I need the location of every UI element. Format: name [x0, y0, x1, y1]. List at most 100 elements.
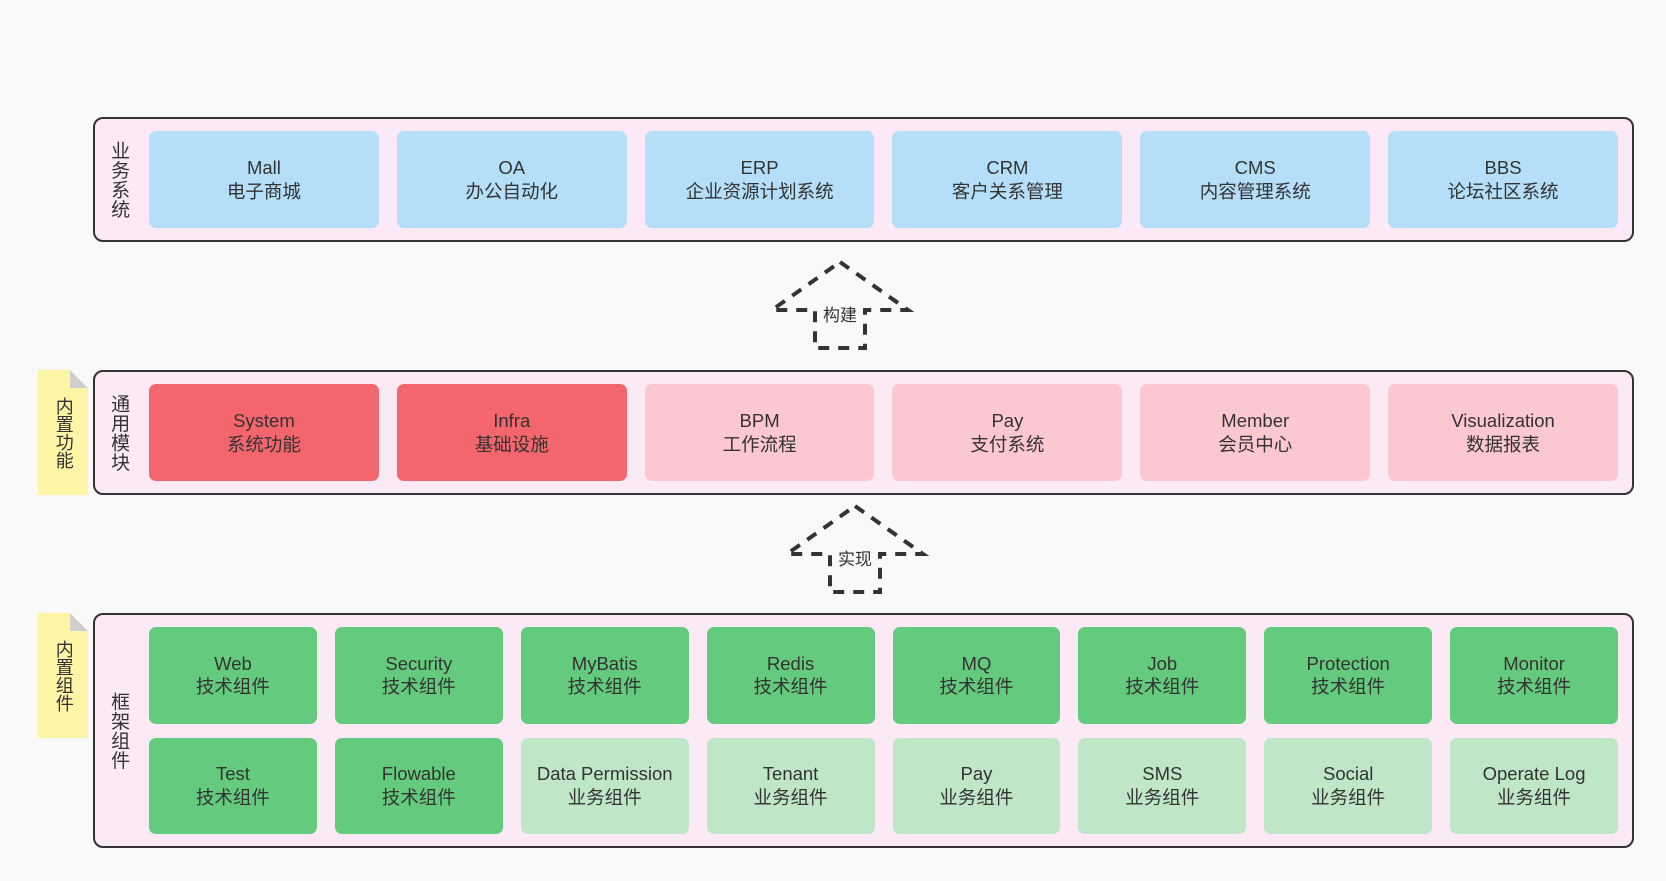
module-item-pay-cn: 支付系统 [970, 433, 1045, 455]
business-item-crm[interactable]: CRM 客户关系管理 [892, 131, 1123, 228]
framework-item-job[interactable]: Job 技术组件 [1078, 627, 1247, 724]
framework-item-test[interactable]: Test 技术组件 [149, 737, 317, 834]
arrow-implement: 实现 [775, 502, 935, 594]
layer-modules-body: System 系统功能 Infra 基础设施 BPM 工作流程 Pay 支付系统… [141, 372, 1632, 493]
module-item-bpm-en: BPM [739, 409, 780, 431]
module-item-infra[interactable]: Infra 基础设施 [396, 384, 627, 481]
module-item-visualization-en: Visualization [1451, 409, 1555, 431]
framework-item-mybatis-cn: 技术组件 [567, 676, 642, 698]
layer-framework-title: 框架组件 [108, 691, 130, 770]
framework-item-protection[interactable]: Protection 技术组件 [1264, 627, 1433, 724]
framework-item-flowable-cn: 技术组件 [381, 786, 456, 808]
framework-item-operate-log-cn: 业务组件 [1497, 786, 1572, 808]
framework-item-mybatis-en: MyBatis [571, 652, 638, 674]
business-item-erp-cn: 企业资源计划系统 [685, 180, 834, 202]
framework-item-data-permission-en: Data Permission [536, 763, 673, 785]
framework-item-sms-cn: 业务组件 [1125, 786, 1200, 808]
framework-item-monitor[interactable]: Monitor 技术组件 [1450, 627, 1618, 724]
module-item-member[interactable]: Member 会员中心 [1140, 384, 1371, 481]
framework-item-redis-en: Redis [766, 652, 815, 674]
framework-row-tech: Web 技术组件 Security 技术组件 MyBatis 技术组件 Redi… [149, 627, 1618, 724]
module-item-infra-en: Infra [493, 409, 531, 431]
framework-item-pay-en: Pay [960, 763, 993, 785]
framework-item-sms[interactable]: SMS 业务组件 [1078, 737, 1247, 834]
framework-item-test-cn: 技术组件 [195, 786, 270, 808]
business-item-mall-en: Mall [246, 156, 281, 178]
module-item-pay[interactable]: Pay 支付系统 [892, 384, 1123, 481]
note-fold-icon [70, 613, 88, 631]
module-item-system-cn: 系统功能 [226, 433, 301, 455]
business-item-bbs-en: BBS [1484, 156, 1522, 178]
business-item-bbs-cn: 论坛社区系统 [1447, 180, 1559, 202]
note-builtin-components-label: 内置组件 [53, 639, 74, 712]
framework-item-mybatis[interactable]: MyBatis 技术组件 [520, 627, 689, 724]
business-item-bbs[interactable]: BBS 论坛社区系统 [1388, 131, 1618, 228]
business-item-mall[interactable]: Mall 电子商城 [149, 131, 379, 228]
framework-item-operate-log[interactable]: Operate Log 业务组件 [1450, 737, 1618, 834]
business-item-cms[interactable]: CMS 内容管理系统 [1140, 131, 1371, 228]
module-item-system-en: System [233, 409, 295, 431]
note-builtin-components: 内置组件 [38, 613, 88, 738]
framework-row-business: Test 技术组件 Flowable 技术组件 Data Permission … [149, 737, 1618, 834]
business-item-crm-cn: 客户关系管理 [951, 180, 1063, 202]
framework-item-mq[interactable]: MQ 技术组件 [892, 627, 1061, 724]
layer-business-body: Mall 电子商城 OA 办公自动化 ERP 企业资源计划系统 CRM 客户关系… [141, 119, 1632, 240]
business-item-crm-en: CRM [986, 156, 1029, 178]
module-item-infra-cn: 基础设施 [474, 433, 549, 455]
framework-item-security-cn: 技术组件 [381, 676, 456, 698]
framework-item-social-en: Social [1322, 763, 1374, 785]
note-builtin-features: 内置功能 [38, 370, 88, 495]
framework-item-web-en: Web [214, 652, 252, 674]
business-item-erp-en: ERP [740, 156, 779, 178]
arrow-build-icon [765, 259, 915, 350]
module-item-bpm-cn: 工作流程 [722, 433, 797, 455]
module-item-member-cn: 会员中心 [1218, 433, 1293, 455]
modules-row: System 系统功能 Infra 基础设施 BPM 工作流程 Pay 支付系统… [149, 384, 1618, 481]
framework-item-security-en: Security [385, 652, 453, 674]
arrow-build-label: 构建 [823, 306, 857, 325]
framework-item-operate-log-en: Operate Log [1482, 763, 1586, 785]
framework-item-web-cn: 技术组件 [195, 676, 270, 698]
business-item-cms-cn: 内容管理系统 [1199, 180, 1311, 202]
business-row: Mall 电子商城 OA 办公自动化 ERP 企业资源计划系统 CRM 客户关系… [149, 131, 1618, 228]
module-item-visualization[interactable]: Visualization 数据报表 [1388, 384, 1618, 481]
business-item-oa[interactable]: OA 办公自动化 [396, 131, 627, 228]
module-item-bpm[interactable]: BPM 工作流程 [644, 384, 875, 481]
framework-item-redis[interactable]: Redis 技术组件 [706, 627, 875, 724]
layer-framework-body: Web 技术组件 Security 技术组件 MyBatis 技术组件 Redi… [141, 615, 1632, 846]
framework-item-protection-cn: 技术组件 [1311, 676, 1386, 698]
arrow-implement-label: 实现 [838, 550, 872, 569]
framework-item-redis-cn: 技术组件 [753, 676, 828, 698]
layer-business-title: 业务系统 [108, 140, 130, 219]
framework-item-pay[interactable]: Pay 业务组件 [892, 737, 1061, 834]
framework-item-tenant[interactable]: Tenant 业务组件 [706, 737, 875, 834]
arrow-implement-icon [780, 503, 930, 594]
business-item-erp[interactable]: ERP 企业资源计划系统 [644, 131, 875, 228]
framework-item-job-en: Job [1147, 652, 1178, 674]
framework-item-tenant-cn: 业务组件 [753, 786, 828, 808]
framework-item-social[interactable]: Social 业务组件 [1264, 737, 1433, 834]
module-item-pay-en: Pay [991, 409, 1024, 431]
module-item-visualization-cn: 数据报表 [1466, 433, 1541, 455]
framework-item-data-permission-cn: 业务组件 [567, 786, 642, 808]
module-item-system[interactable]: System 系统功能 [149, 384, 379, 481]
framework-item-test-en: Test [215, 763, 250, 785]
business-item-cms-en: CMS [1234, 156, 1276, 178]
business-item-oa-en: OA [498, 156, 526, 178]
framework-item-mq-cn: 技术组件 [939, 676, 1014, 698]
framework-item-web[interactable]: Web 技术组件 [149, 627, 317, 724]
business-item-oa-cn: 办公自动化 [465, 180, 558, 202]
framework-item-flowable-en: Flowable [381, 763, 456, 785]
framework-item-monitor-en: Monitor [1503, 652, 1565, 674]
framework-item-mq-en: MQ [961, 652, 992, 674]
layer-business-system: 业务系统 Mall 电子商城 OA 办公自动化 ERP 企业资源计划系统 CRM… [93, 117, 1634, 242]
framework-item-tenant-en: Tenant [762, 763, 819, 785]
framework-item-security[interactable]: Security 技术组件 [334, 627, 503, 724]
framework-item-flowable[interactable]: Flowable 技术组件 [334, 737, 503, 834]
business-item-mall-cn: 电子商城 [226, 180, 301, 202]
layer-framework-components: 框架组件 Web 技术组件 Security 技术组件 MyBatis 技术组件… [93, 613, 1634, 848]
framework-item-sms-en: SMS [1142, 763, 1183, 785]
arrow-build: 构建 [760, 258, 920, 350]
framework-item-data-permission[interactable]: Data Permission 业务组件 [520, 737, 689, 834]
